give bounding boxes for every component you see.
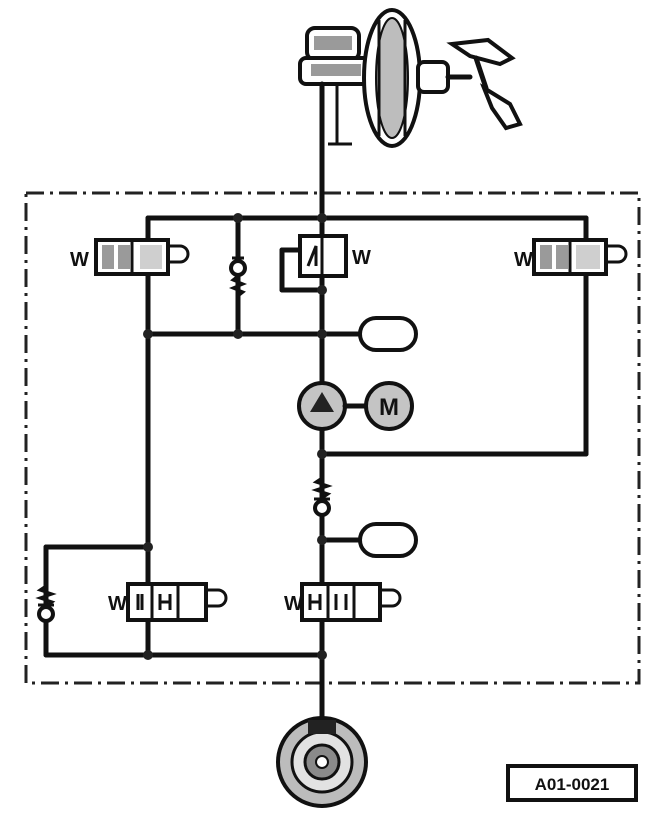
- solenoid-valve-upper-right: W: [514, 238, 628, 276]
- brake-pedal-icon: [446, 37, 523, 131]
- brake-booster-icon: [298, 8, 473, 148]
- master-cylinder-icon: [328, 84, 352, 146]
- check-valve-icon: [311, 476, 333, 517]
- motor-icon: M: [364, 381, 414, 431]
- wheel-brake-icon: [276, 716, 368, 808]
- junction-dots: [143, 213, 327, 660]
- solenoid-coil-icon: [380, 588, 402, 608]
- hydraulic-unit-boundary: [24, 191, 641, 685]
- accumulator-icon: [358, 522, 418, 558]
- pump-icon: [297, 381, 347, 431]
- check-valve-icon: [228, 256, 248, 298]
- switching-valve-center: W: [298, 234, 371, 278]
- valve-spring-label: W: [514, 249, 533, 271]
- reference-code: A01-0021: [535, 775, 610, 794]
- valve-spring-label: W: [284, 593, 303, 615]
- solenoid-coil-icon: [168, 244, 190, 264]
- solenoid-valve-lower-center: W: [284, 582, 402, 622]
- motor-label: M: [379, 394, 399, 421]
- solenoid-valve-upper-left: W: [70, 238, 190, 276]
- valve-spring-label: W: [108, 593, 127, 615]
- check-valve-icon: [35, 584, 57, 623]
- solenoid-valve-lower-left: W: [108, 582, 228, 622]
- valve-spring-label: W: [70, 249, 89, 271]
- valve-spring-label: W: [352, 247, 371, 269]
- solenoid-coil-icon: [606, 244, 628, 264]
- reference-code-box: [506, 764, 638, 802]
- solenoid-coil-icon: [206, 588, 228, 608]
- accumulator-icon: [358, 316, 418, 352]
